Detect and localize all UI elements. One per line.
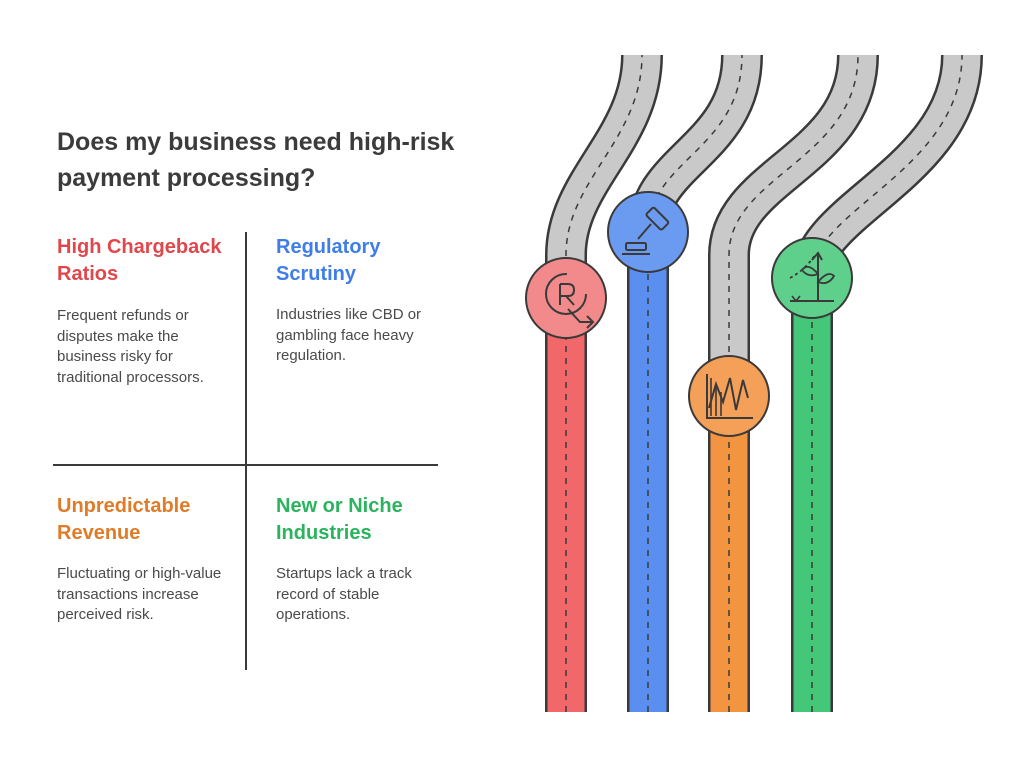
road-chargeback (545, 54, 663, 712)
quadrant-body: Fluctuating or high-value transactions i… (57, 565, 222, 623)
page-title: Does my business need high-risk payment … (57, 128, 455, 192)
quadrant-heading: Regulatory Scrutiny (276, 236, 381, 285)
gavel-icon (607, 191, 689, 273)
volatile-chart-icon (688, 355, 770, 437)
quadrant-body: Frequent refunds or disputes make the bu… (57, 307, 204, 386)
quadrant-heading: High Chargeback Ratios (57, 236, 222, 285)
quadrant-divider-vertical (245, 232, 247, 670)
road-unpredictable (708, 53, 879, 712)
growth-plant-icon (771, 237, 853, 319)
quadrant-divider-horizontal (53, 464, 438, 466)
quadrant-body: Industries like CBD or gambling face hea… (276, 306, 422, 364)
quadrant-unpredictable-revenue: Unpredictable Revenue Fluctuating or hig… (57, 493, 227, 626)
quadrant-new-niche: New or Niche Industries Startups lack a … (276, 493, 441, 626)
chargeback-icon (525, 257, 607, 339)
quadrant-high-chargeback: High Chargeback Ratios Frequent refunds … (57, 234, 227, 388)
quadrant-heading: New or Niche Industries (276, 495, 403, 544)
quadrant-heading: Unpredictable Revenue (57, 495, 191, 544)
quadrant-regulatory: Regulatory Scrutiny Industries like CBD … (276, 234, 441, 367)
quadrant-body: Startups lack a track record of stable o… (276, 565, 412, 623)
